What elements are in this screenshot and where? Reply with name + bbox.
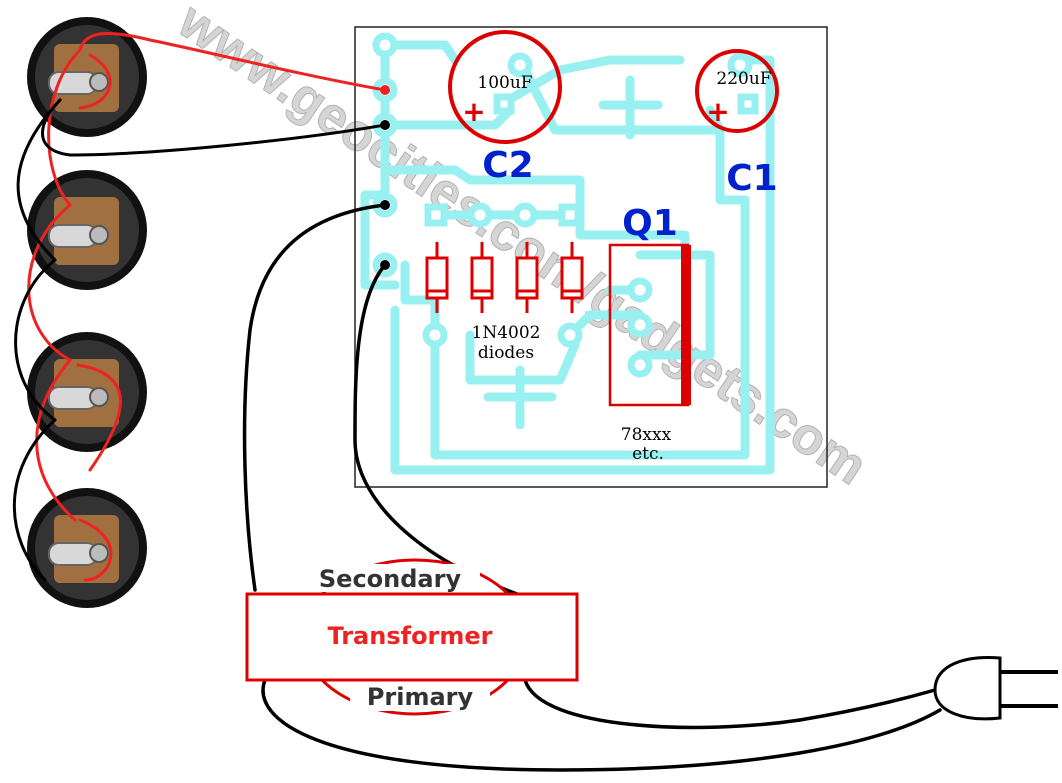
diode [515,242,539,313]
dc-power-jack-icon [27,488,147,608]
pad [727,52,753,78]
black-wire [16,98,62,262]
pad [467,202,493,228]
pad [493,93,515,115]
mains-plug-icon [933,655,1058,721]
dc-power-jack-icon [27,17,147,137]
solder-point [380,120,390,130]
capacitor-c2-value: 100uF [477,73,532,93]
pad [627,277,653,303]
capacitor-c2: 100uF + C2 [448,30,562,186]
secondary-label-bg [302,564,480,592]
capacitor-c2-ref: C2 [482,145,533,186]
secondary-wire [242,203,387,592]
pad [512,202,538,228]
regulator-q1-part: 78xxx [621,425,672,445]
pad [627,312,653,338]
capacitor-c1-polarity: + [706,95,729,128]
capacitor-c2-body [448,30,562,144]
pad [737,93,759,115]
red-wire [47,48,82,207]
dc-power-jack-icon [27,332,147,452]
solder-point [380,85,390,95]
solder-point [380,200,390,210]
diode-part-label: 1N4002 [472,323,541,343]
pcb-board: 100uF + C2 220uF + C1 [354,26,828,488]
transformer: Transformer Secondary Primary [245,558,579,716]
wiring [12,31,942,772]
diode [470,242,494,313]
pad [557,322,583,348]
black-wire [14,258,57,422]
secondary-wire [353,263,522,597]
regulator-q1-note: etc. [632,444,664,464]
capacitor-c1-ref: C1 [726,158,777,199]
transformer-body [245,592,579,682]
red-wire [78,31,387,92]
black-wire [41,98,387,157]
regulator-q1: Q1 78xxx etc. [608,203,691,464]
black-wire [12,418,57,582]
capacitor-c1-body [695,49,779,133]
primary-wire [261,678,942,772]
dc-power-jack-icon [27,170,147,290]
regulator-q1-ref: Q1 [622,203,678,244]
pad [558,203,582,227]
solder-point [380,260,390,270]
red-wire [35,358,77,522]
primary-wire [523,678,937,730]
transformer-secondary-label: Secondary [319,565,462,593]
pad [422,322,448,348]
red-wire [78,518,113,582]
red-wire [78,53,112,110]
pad [507,52,533,78]
red-wire [76,363,122,472]
capacitor-c2-polarity: + [462,95,485,128]
diode [560,242,584,313]
pad [627,352,653,378]
pcb-outline [354,26,828,488]
dc-jack-stack [27,17,147,608]
capacitor-c1: 220uF + C1 [695,49,779,199]
transformer-title: Transformer [327,622,492,650]
diode-type-label: diodes [478,343,534,363]
diode [425,242,449,313]
diode-bridge [425,242,584,313]
pad [424,203,448,227]
regulator-q1-heatsink-tab [681,245,691,405]
primary-label-bg [350,683,490,711]
transformer-primary-label: Primary [367,683,474,711]
capacitor-c1-value: 220uF [716,69,771,89]
pad [372,32,398,58]
